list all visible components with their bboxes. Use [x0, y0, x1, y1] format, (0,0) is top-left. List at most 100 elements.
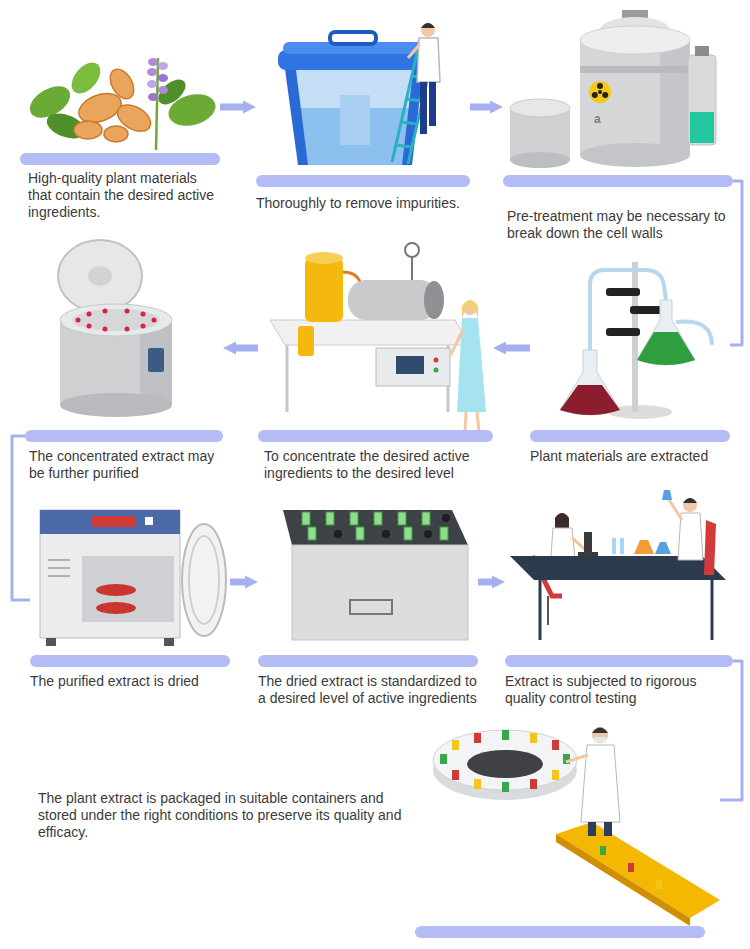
- concentrator-illustration: [305, 258, 343, 322]
- process-step: Pre-treatment may be necessary to break …: [503, 20, 733, 248]
- process-step: The dried extract is standardized to a d…: [258, 490, 478, 713]
- step-caption: To concentrate the desired active ingred…: [264, 448, 493, 482]
- packaging-line-illustration: [552, 740, 559, 750]
- flow-arrow: [230, 579, 245, 586]
- standardization-box-illustration: [374, 512, 382, 525]
- packaging-line-illustration: [433, 727, 720, 926]
- concentrator-illustration: [450, 330, 463, 356]
- washing-tank-illustration: [421, 23, 435, 37]
- concentrator-illustration: [298, 326, 314, 356]
- quality-control-lab-illustration: [555, 513, 569, 527]
- drying-oven-illustration: [48, 559, 70, 561]
- flow-arrow: [470, 104, 490, 111]
- plant-materials-illustration: [158, 62, 168, 70]
- centrifuge-illustration: [141, 324, 146, 329]
- step-caption: Extract is subjected to rigorous quality…: [505, 673, 733, 707]
- connector-line: [730, 181, 742, 345]
- extraction-flasks-illustration: [560, 262, 712, 419]
- quality-control-lab-illustration: [547, 596, 549, 625]
- drying-oven-illustration: [96, 584, 136, 596]
- packaging-line-illustration: [592, 727, 608, 743]
- centrifuge-illustration: [87, 324, 92, 329]
- pretreatment-tanks-illustration: [660, 40, 690, 155]
- drying-oven-illustration: [189, 536, 219, 624]
- quality-control-lab-illustration: [620, 538, 624, 554]
- label-holder: a: [594, 113, 601, 126]
- drying-oven-illustration: [40, 510, 180, 638]
- washing-tank-illustration: [340, 95, 370, 145]
- plant-materials-illustration: [66, 57, 106, 99]
- concentrator-illustration: [462, 300, 478, 318]
- centrifuge-illustration: [125, 309, 130, 314]
- drying-oven-illustration: [164, 638, 174, 646]
- extraction-flasks-illustration: [637, 332, 695, 365]
- centrifuge-illustration: [125, 327, 130, 332]
- packaging-line-illustration: [440, 754, 447, 764]
- packaging-line-illustration: [452, 770, 459, 780]
- washing-tank-illustration: [330, 32, 376, 44]
- plant-materials-illustration: [158, 74, 168, 82]
- connector-line: [720, 661, 742, 800]
- packaging-line-illustration: [556, 834, 690, 926]
- drying-oven-illustration: [96, 602, 136, 614]
- standardization-box-illustration: [292, 545, 468, 640]
- plant-materials-illustration: [158, 86, 168, 94]
- centrifuge-illustration: [103, 327, 108, 332]
- standardization-box-illustration: [398, 512, 406, 525]
- pretreatment-tanks-illustration: [598, 90, 602, 94]
- step-caption: The purified extract is dried: [30, 673, 230, 690]
- standardization-box-illustration: [283, 510, 468, 640]
- plant-materials-illustration: [74, 121, 102, 139]
- concentrator-illustration: [343, 272, 360, 282]
- quality-control-lab-illustration: [683, 498, 697, 503]
- flow-arrow: [220, 104, 243, 111]
- washing-tank-illustration: [290, 68, 420, 165]
- standardization-box-illustration: [442, 514, 450, 522]
- drying-oven-illustration: [92, 516, 136, 527]
- pretreatment-tanks-illustration: [510, 152, 570, 168]
- process-step: The purified extract is dried: [30, 490, 230, 696]
- flow-arrow: [506, 345, 530, 352]
- connector-line: [12, 436, 30, 600]
- concentrator-illustration: [465, 412, 466, 432]
- pretreatment-tanks-illustration: [510, 10, 716, 168]
- step-caption: Thoroughly to remove impurities.: [256, 195, 470, 212]
- centrifuge-illustration: [76, 318, 81, 323]
- flow-arrow: [478, 579, 492, 586]
- quality-control-lab-illustration: [539, 580, 542, 640]
- packaging-line-illustration: [552, 770, 559, 780]
- washing-tank-illustration: [429, 82, 436, 126]
- washing-tank-illustration: [401, 122, 417, 124]
- step-caption: The plant extract is packaged in suitabl…: [38, 790, 423, 841]
- standardization-box-illustration: [440, 527, 448, 540]
- step-bar: [258, 655, 478, 667]
- standardization-box-illustration: [334, 530, 342, 538]
- standardization-box-illustration: [334, 514, 450, 538]
- standardization-box-illustration: [404, 527, 412, 540]
- concentrator-illustration: [376, 348, 450, 386]
- centrifuge-illustration: [152, 318, 157, 323]
- washing-tank-illustration: [420, 82, 427, 134]
- quality-control-lab-illustration: [555, 513, 569, 528]
- packaging-line-illustration: [530, 733, 537, 743]
- washing-tank-illustration: [421, 23, 435, 28]
- process-step: High-quality plant materials that contai…: [20, 20, 220, 227]
- concentrator-illustration: [434, 358, 439, 363]
- plant-materials-illustration: [105, 65, 138, 103]
- pretreatment-tanks-illustration: [580, 66, 690, 73]
- process-step: The concentrated extract may be further …: [25, 250, 223, 488]
- packaging-line-illustration: [592, 728, 608, 734]
- step-bar: [415, 926, 705, 938]
- drying-oven-illustration: [48, 575, 70, 577]
- process-step: To concentrate the desired active ingred…: [258, 250, 493, 488]
- plant-materials-illustration: [148, 58, 158, 66]
- concentrator-illustration: [477, 412, 479, 432]
- centrifuge-illustration: [88, 266, 112, 286]
- packaging-line-illustration: [440, 730, 570, 792]
- pretreatment-tanks-illustration: [592, 92, 598, 98]
- quality-control-lab-illustration: [612, 538, 616, 554]
- packaging-line-illustration: [474, 733, 481, 743]
- quality-control-lab-illustration: [668, 498, 682, 520]
- concentrator-illustration: [305, 252, 343, 264]
